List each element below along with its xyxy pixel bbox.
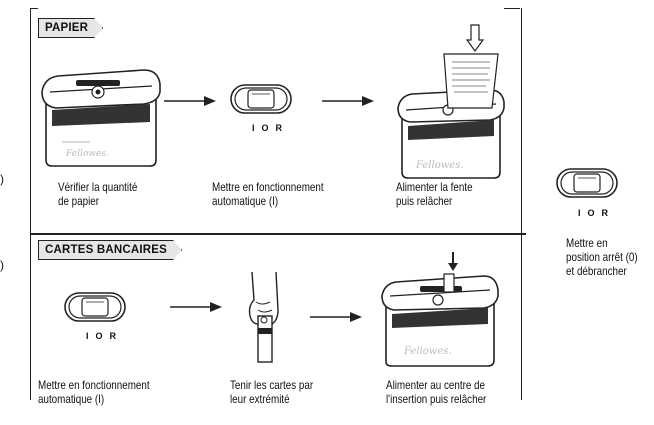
frame-top-right — [504, 8, 520, 9]
down-arrow-icon — [465, 24, 485, 53]
arrow-right-icon — [164, 96, 216, 106]
switch-icon — [64, 292, 126, 322]
caption-auto-on-cards: Mettre en fonctionnement automatique (I) — [38, 378, 150, 406]
hand-card-icon — [248, 271, 279, 363]
switch-labels-3: IOR — [578, 208, 616, 218]
caption-feed-slot: Alimenter la fente puis relâcher — [396, 180, 473, 208]
arrow-right-icon — [322, 96, 374, 106]
switch-labels-2: IOR — [86, 331, 124, 341]
arrow-right-icon — [170, 302, 222, 312]
section-tag-cards: CARTES BANCAIRES — [38, 240, 182, 260]
edge-mark-1: ) — [0, 172, 4, 186]
shredder-icon: Fellowes. — [381, 273, 499, 367]
switch-icon — [556, 168, 618, 198]
switch-icon — [230, 84, 292, 114]
edge-mark-2: ) — [0, 258, 4, 272]
arrow-right-icon — [310, 312, 362, 322]
frame-top-left — [30, 8, 38, 9]
down-arrow-icon — [448, 252, 458, 271]
switch-labels-1: IOR — [252, 123, 290, 133]
section-tag-paper: PAPIER — [38, 18, 103, 38]
caption-hold-cards: Tenir les cartes par leur extrémité — [230, 378, 314, 406]
svg-text:Fellowes.: Fellowes. — [403, 346, 452, 357]
shredder-icon: Fellowes. — [41, 69, 161, 167]
caption-feed-center: Alimenter au centre de l'insertion puis … — [386, 378, 487, 406]
caption-auto-on: Mettre en fonctionnement automatique (I) — [212, 180, 324, 208]
caption-check-paper: Vérifier la quantité de papier — [58, 180, 138, 208]
caption-power-off: Mettre en position arrêt (0) et débranch… — [566, 236, 638, 278]
instructions-frame — [30, 8, 522, 400]
svg-text:Fellowes.: Fellowes. — [415, 160, 464, 171]
paper-sheet-icon — [443, 53, 499, 109]
svg-text:Fellowes.: Fellowes. — [65, 149, 109, 159]
section-divider — [30, 233, 526, 235]
